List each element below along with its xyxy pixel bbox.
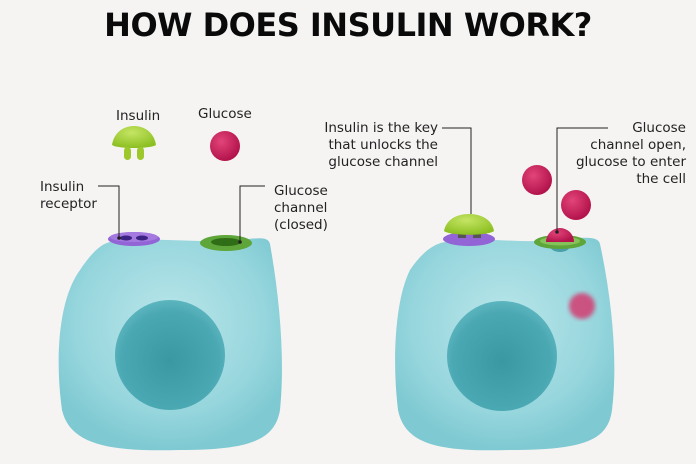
key-leader-line <box>442 127 472 214</box>
insulin-receptor <box>108 232 160 246</box>
receptor-label: Insulin receptor <box>40 179 97 212</box>
insulin-key-label: Insulin is the key that unlocks the gluc… <box>324 120 438 170</box>
open-leader-line <box>556 127 608 232</box>
glucose-molecule <box>561 190 591 220</box>
glucose-inside-cell <box>569 293 595 319</box>
glucose-channel-closed <box>200 235 252 251</box>
insulin-bound-receptor <box>443 214 495 246</box>
right-cell <box>395 127 615 451</box>
left-cell <box>58 185 282 451</box>
open-channel-label: Glucose channel open, glucose to enter t… <box>575 120 686 187</box>
channel-leader-line <box>239 185 265 242</box>
nucleus <box>115 300 225 410</box>
receptor-leader-line <box>98 185 120 238</box>
glucose-molecule <box>522 165 552 195</box>
page-title: HOW DOES INSULIN WORK? <box>104 6 592 44</box>
glucose-channel-open <box>534 228 586 252</box>
insulin-legend-label: Insulin <box>116 108 161 124</box>
insulin-molecule-icon <box>112 126 156 160</box>
glucose-legend-label: Glucose <box>198 106 252 122</box>
glucose-molecule-icon <box>210 131 240 161</box>
nucleus <box>447 301 557 411</box>
closed-channel-label: Glucose channel (closed) <box>274 183 328 233</box>
